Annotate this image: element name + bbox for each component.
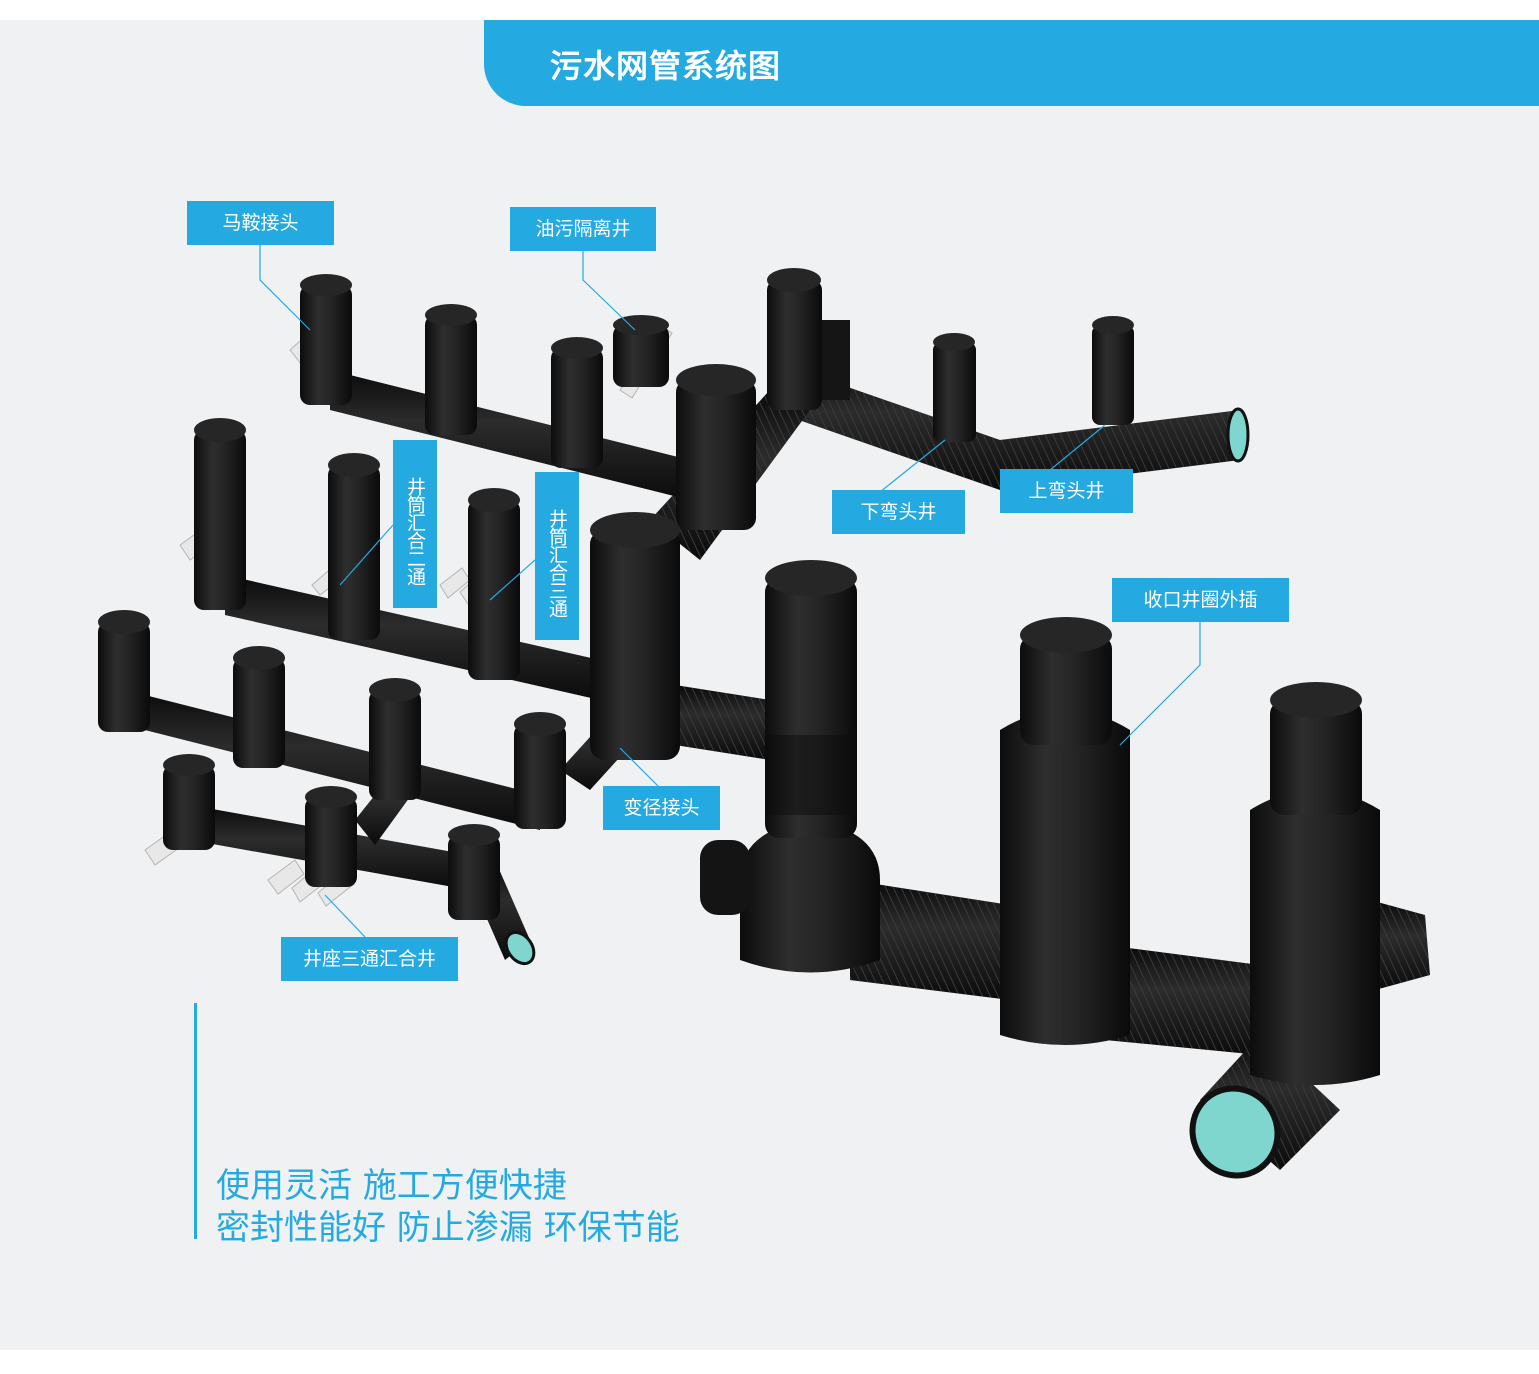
manhole-risers xyxy=(98,268,1380,1085)
page-title: 污水网管系统图 xyxy=(550,47,782,85)
label-shaft-merge-three-way: 井筒汇合三通 xyxy=(535,472,579,640)
label-saddle-joint: 马鞍接头 xyxy=(187,201,334,245)
label-reducer-joint: 变径接头 xyxy=(603,786,720,830)
slogan-accent-bar xyxy=(194,1003,197,1239)
slogan-line-2: 密封性能好 防止渗漏 环保节能 xyxy=(216,1208,680,1248)
leader-lines xyxy=(259,245,1201,938)
label-ring-outer-socket: 收口井圈外插 xyxy=(1112,578,1289,622)
label-seat-tee-merge-well: 井座三通汇合井 xyxy=(281,937,458,981)
slogan-line-1: 使用灵活 施工方便快捷 xyxy=(216,1166,567,1206)
label-shaft-merge-two-way: 井筒汇合二通 xyxy=(393,440,437,608)
label-grease-separator-well: 油污隔离井 xyxy=(510,207,656,251)
title-banner: 污水网管系统图 xyxy=(484,20,1539,106)
label-down-elbow-well: 下弯头井 xyxy=(832,490,965,534)
label-up-elbow-well: 上弯头井 xyxy=(1000,469,1133,513)
